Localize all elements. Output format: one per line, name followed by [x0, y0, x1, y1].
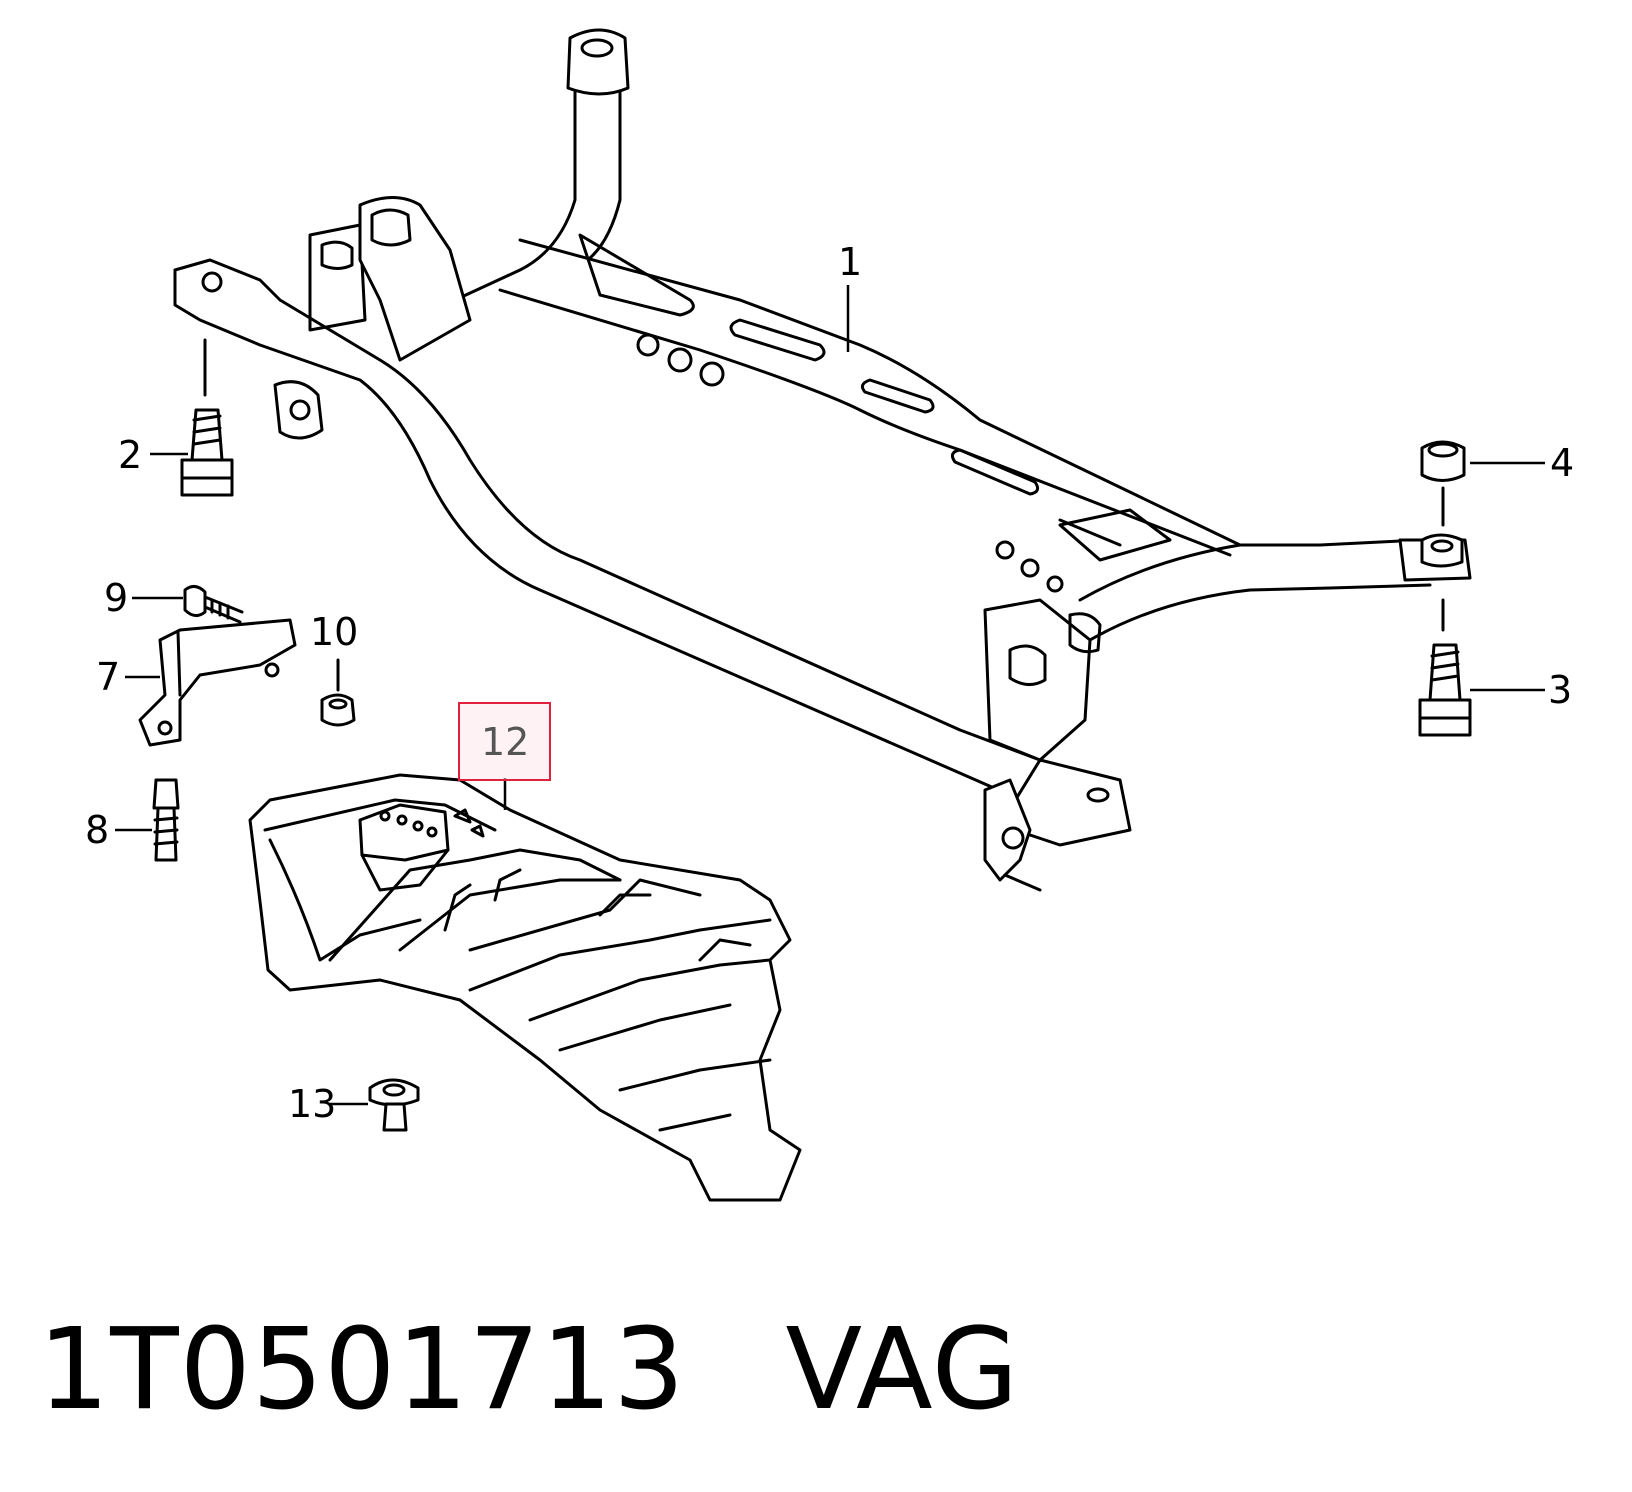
clip-13: [368, 1078, 420, 1132]
callout-13: 13: [288, 1082, 336, 1126]
rear-subframe: [173, 28, 1472, 892]
bolt-3: [1418, 598, 1472, 737]
bushing-4: [1420, 440, 1466, 527]
nut-10: [320, 658, 356, 727]
callout-10: 10: [310, 610, 358, 654]
underbody-panel-12: [248, 773, 802, 1202]
callout-2: 2: [118, 433, 142, 477]
brand-name: VAG: [785, 1305, 1020, 1435]
callout-7: 7: [96, 655, 120, 699]
part-number: 1T0501713: [38, 1305, 686, 1435]
bolt-9: [183, 585, 244, 624]
callout-labels: 1 2 3 4 7 8 9 10 12 13: [85, 240, 1574, 1126]
callout-1: 1: [838, 240, 862, 284]
bolt-2: [180, 338, 234, 497]
highlight-box: [458, 702, 551, 781]
callout-12: 12: [481, 720, 529, 764]
callout-3: 3: [1548, 668, 1572, 712]
part-caption: 1T0501713 VAG: [38, 1305, 1019, 1435]
callout-9: 9: [104, 576, 128, 620]
callout-4: 4: [1550, 441, 1574, 485]
stud-8: [152, 778, 180, 862]
callout-8: 8: [85, 808, 109, 852]
bracket-7: [138, 618, 297, 747]
leader-lines: [115, 285, 1545, 1106]
